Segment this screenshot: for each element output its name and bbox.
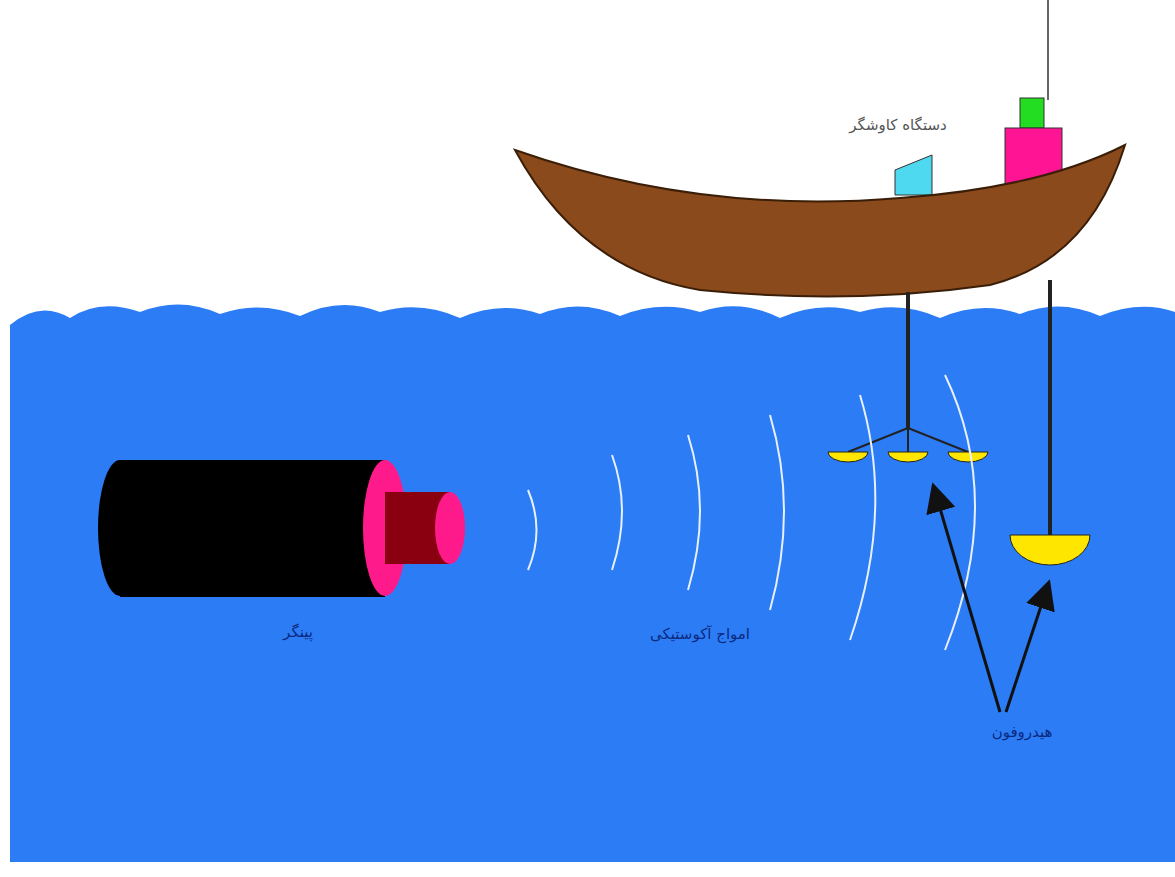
device-box	[895, 155, 932, 195]
pinger-back	[98, 460, 142, 596]
antenna	[1047, 0, 1049, 100]
pinger-body	[120, 460, 385, 597]
rod	[1048, 280, 1052, 535]
pinger-label: پینگر	[283, 623, 313, 641]
leader-arrow	[934, 488, 1000, 712]
rod	[906, 292, 910, 428]
water	[10, 304, 1175, 862]
pinger-tip	[435, 492, 465, 564]
array-arms	[848, 428, 968, 452]
leader-arrow	[1006, 585, 1048, 712]
waves-label: امواج آکوستیکی	[650, 625, 750, 643]
acoustic-waves	[528, 375, 975, 650]
mast-top	[1020, 98, 1044, 128]
boat-hull	[515, 145, 1125, 296]
hydrophone-label: هیدروفون	[992, 723, 1053, 741]
small-hydrophones	[828, 452, 988, 462]
device-label: دستگاه کاوشگر	[849, 116, 946, 134]
large-hydrophone	[1010, 535, 1090, 565]
